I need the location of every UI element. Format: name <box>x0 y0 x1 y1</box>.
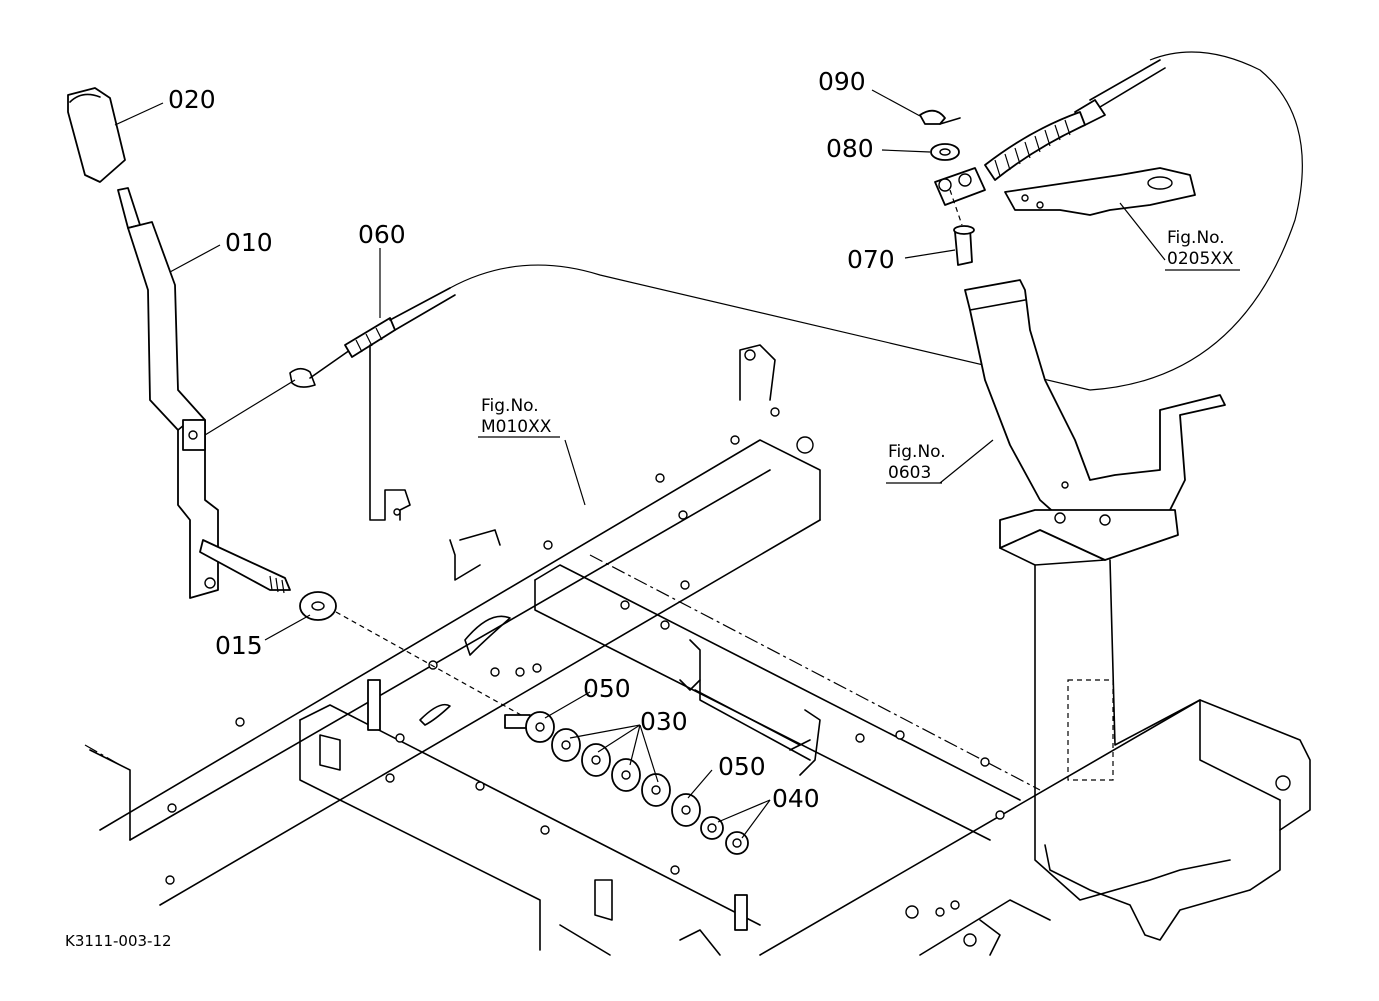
label-070: 070 <box>847 245 895 274</box>
fig-ref-m010-number: M010XX <box>481 417 552 437</box>
cable-060 <box>204 264 1091 521</box>
label-040: 040 <box>772 784 820 813</box>
seat-support-bracket <box>964 279 1251 941</box>
label-010: 010 <box>225 228 273 257</box>
label-050-a: 050 <box>583 674 631 703</box>
label-050-b: 050 <box>718 752 766 781</box>
drawing-code: K3111-003-12 <box>65 932 172 950</box>
label-015: 015 <box>215 631 263 660</box>
center-brackets <box>449 529 821 776</box>
lever-010 <box>117 187 219 599</box>
brake-cable-assembly <box>919 51 1303 391</box>
fig-ref-0603-number: 0603 <box>888 463 931 483</box>
fig-ref-m010-prefix: Fig.No. <box>481 396 539 416</box>
label-090: 090 <box>818 67 866 96</box>
chassis-frame <box>84 344 1311 956</box>
washer-stack <box>504 711 749 855</box>
label-030: 030 <box>640 707 688 736</box>
fig-ref-0603-prefix: Fig.No. <box>888 442 946 462</box>
grip-020 <box>67 87 126 183</box>
label-080: 080 <box>826 134 874 163</box>
bolt-015 <box>199 539 531 721</box>
fig-ref-0205-prefix: Fig.No. <box>1167 228 1225 248</box>
fig-ref-0205-number: 0205XX <box>1167 249 1234 269</box>
leader-lines <box>114 89 1240 839</box>
label-020: 020 <box>168 85 216 114</box>
part-labels: 020 010 060 015 050 030 050 040 090 080 … <box>65 67 1234 950</box>
label-060: 060 <box>358 220 406 249</box>
